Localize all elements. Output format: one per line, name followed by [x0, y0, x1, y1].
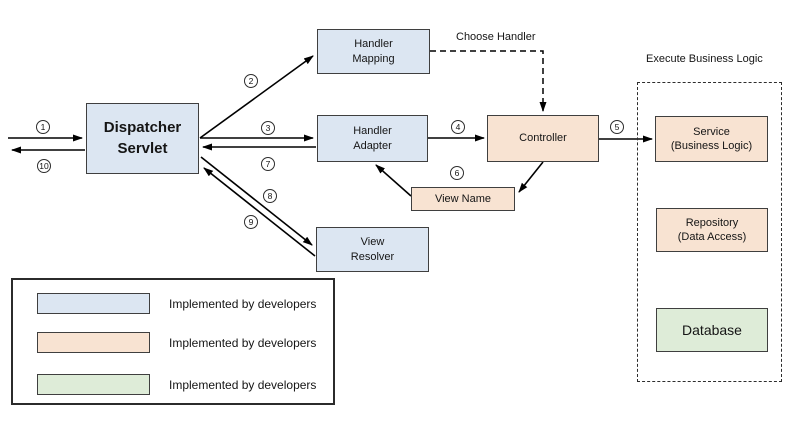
step-marker-1: 1 [36, 120, 50, 134]
step-marker-5: 5 [610, 120, 624, 134]
node-view-name-label: View Name [434, 192, 492, 205]
arrow-view-name-to-handler-adapter [375, 164, 412, 197]
legend-label-orange: Implemented by developers [169, 336, 317, 350]
arrow-controller-to-view-name [518, 161, 544, 193]
node-view-resolver: View Resolver [316, 227, 429, 272]
choose-handler-label: Choose Handler [456, 31, 536, 43]
node-controller: Controller [487, 115, 599, 162]
legend-swatch-blue [37, 293, 150, 314]
step-marker-7: 7 [261, 157, 275, 171]
node-repository: Repository (Data Access) [656, 208, 768, 252]
business-logic-container [637, 82, 782, 382]
node-repository-label: Repository (Data Access) [677, 216, 747, 243]
execute-business-logic-label: Execute Business Logic [646, 53, 763, 65]
node-handler-adapter-label: Handler Adapter [353, 125, 392, 152]
arrow-dispatcher-to-handler-mapping [199, 55, 314, 139]
node-controller-label: Controller [519, 132, 567, 145]
step-marker-2: 2 [244, 74, 258, 88]
legend-swatch-orange [37, 332, 150, 353]
step-marker-8: 8 [263, 189, 277, 203]
node-dispatcher-servlet-label: Dispatcher Servlet [103, 119, 182, 157]
arrow-dispatcher-to-view-resolver [200, 156, 313, 246]
arrow-choose-handler-dashed [430, 50, 547, 112]
node-view-name: View Name [411, 187, 515, 211]
node-database: Database [656, 308, 768, 352]
step-marker-6: 6 [450, 166, 464, 180]
node-service: Service (Business Logic) [655, 116, 768, 162]
step-marker-9: 9 [244, 215, 258, 229]
step-marker-10: 10 [37, 159, 51, 173]
step-marker-4: 4 [451, 120, 465, 134]
node-handler-mapping: Handler Mapping [317, 29, 430, 74]
arrow-view-resolver-to-dispatcher [203, 167, 316, 257]
legend-label-blue: Implemented by developers [169, 297, 317, 311]
node-database-label: Database [682, 321, 742, 338]
node-handler-adapter: Handler Adapter [317, 115, 428, 162]
legend-label-green: Implemented by developers [169, 378, 317, 392]
legend-box: Implemented by developers Implemented by… [11, 278, 335, 405]
legend-swatch-green [37, 374, 150, 395]
node-view-resolver-label: View Resolver [350, 236, 395, 263]
node-service-label: Service (Business Logic) [670, 125, 753, 152]
node-dispatcher-servlet: Dispatcher Servlet [86, 103, 199, 174]
step-marker-3: 3 [261, 121, 275, 135]
node-handler-mapping-label: Handler Mapping [352, 38, 395, 65]
